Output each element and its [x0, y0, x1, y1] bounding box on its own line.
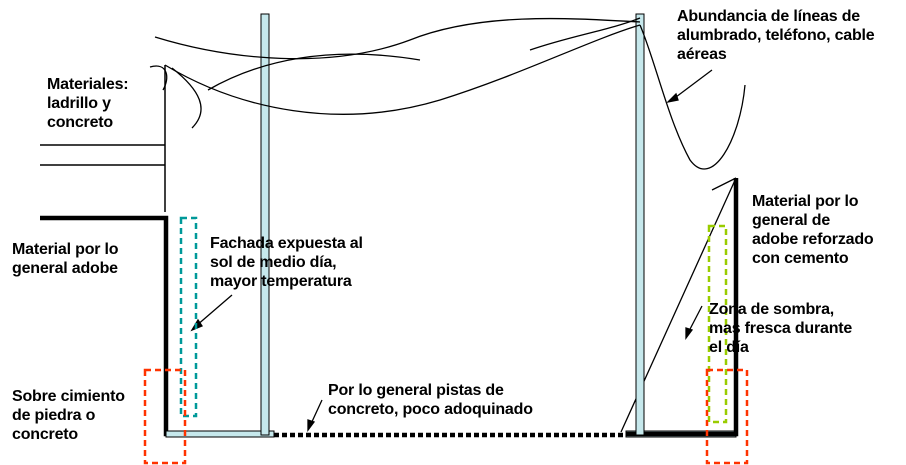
cables-pointer: [666, 69, 713, 104]
sunny-facade-highlight: [179, 216, 198, 418]
right-utility-pole: [635, 13, 645, 436]
left-foundation-highlight: [143, 368, 187, 465]
cables-label: Abundancia de líneas de alumbrado, teléf…: [677, 8, 875, 63]
shade-zone-pointer: [685, 305, 703, 340]
right-wall-material-label: Material por lo general de adobe reforza…: [752, 193, 874, 267]
left-wall-material-label: Material por lo general adobe: [12, 241, 119, 277]
sunny-facade-pointer: [190, 294, 233, 332]
shade-zone-highlight: [707, 224, 728, 424]
overhead-cables: [149, 17, 746, 170]
right-adobe-wall: [626, 178, 739, 437]
left-utility-pole: [260, 13, 270, 436]
sunny-facade-label: Fachada expuesta al sol de medio día, ma…: [210, 235, 363, 290]
foundation-label: Sobre cimiento de piedra o concreto: [12, 388, 125, 443]
shade-zone-label: Zona de sombra, mas fresca durante el dí…: [709, 301, 853, 356]
left-sidewalk: [165, 430, 275, 438]
materials-label: Materiales: ladrillo y concreto: [47, 76, 129, 131]
left-building-floors: [40, 65, 166, 212]
right-foundation-highlight: [705, 368, 749, 465]
street-label: Por lo general pistas de concreto, poco …: [328, 382, 533, 418]
street-pointer: [307, 399, 323, 432]
